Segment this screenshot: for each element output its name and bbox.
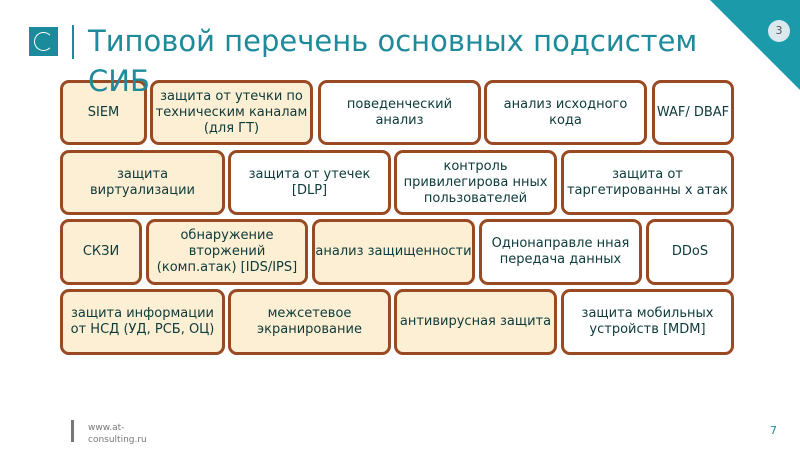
subsystem-box: анализ защищенности (312, 219, 475, 285)
subsystem-box: контроль привилегирова нных пользователе… (394, 150, 557, 215)
corner-decoration (710, 0, 800, 90)
subsystem-box: анализ исходного кода (484, 80, 647, 145)
subsystem-box: поведенческий анализ (318, 80, 481, 145)
page-number: 7 (770, 424, 777, 437)
subsystem-box: межсетевое экранирование (228, 289, 391, 355)
subsystem-box: защита от таргетированны х атак (561, 150, 734, 215)
subsystem-box: СКЗИ (60, 219, 142, 285)
subsystem-box: защита виртуализации (60, 150, 225, 215)
subsystem-box: защита от утечек [DLP] (228, 150, 391, 215)
subsystem-box: защита мобильных устройств [MDM] (561, 289, 734, 355)
subsystem-box: DDoS (646, 219, 734, 285)
subsystem-box: защита информации от НСД (УД, РСБ, ОЦ) (60, 289, 225, 355)
subsystem-box: обнаружение вторжений (комп.атак) [IDS/I… (146, 219, 308, 285)
subsystem-box: защита от утечки по техническим каналам … (150, 80, 313, 145)
logo-icon (29, 27, 58, 56)
slide-badge: 3 (768, 20, 790, 42)
subsystem-box: антивирусная защита (394, 289, 557, 355)
subsystem-box: SIEM (60, 80, 147, 145)
footer-divider (71, 420, 74, 442)
footer-url: www.at-consulting.ru (88, 423, 147, 445)
subsystem-box: WAF/ DBAF (652, 80, 734, 145)
subsystem-box: Однонаправле нная передача данных (479, 219, 642, 285)
divider (72, 25, 74, 59)
